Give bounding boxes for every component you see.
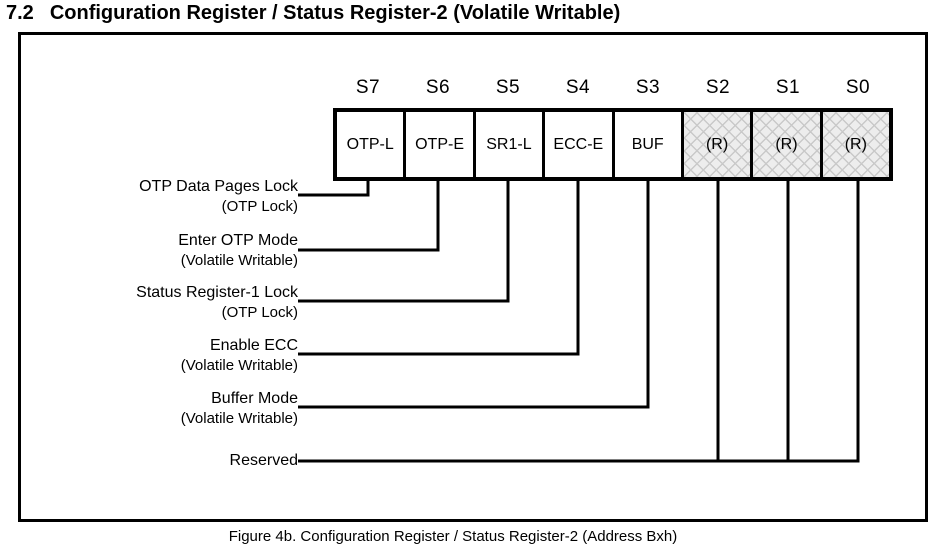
bit-index-s2: S2 (705, 77, 731, 98)
callout-qualifier: (OTP Lock) (221, 304, 298, 321)
callout-enter-otp-mode: Enter OTP Mode (Volatile Writable) (20, 231, 298, 271)
callout-qualifier: (Volatile Writable) (180, 357, 298, 374)
figure-frame (18, 32, 928, 522)
callout-qualifier: (Volatile Writable) (180, 410, 298, 427)
callout-status-register-1-lock: Status Register-1 Lock (OTP Lock) (20, 283, 298, 323)
bit-cell-reserved-s1: (R) (750, 112, 820, 177)
callout-name: Buffer Mode (211, 390, 298, 407)
callout-enable-ecc: Enable ECC (Volatile Writable) (20, 336, 298, 376)
bit-index-row: S7 S6 S5 S4 S3 S2 S1 S0 (333, 77, 893, 99)
bit-cell-ecc-e: ECC-E (542, 112, 611, 177)
register-bit-row: OTP-L OTP-E SR1-L ECC-E BUF (R) (R) (R) (333, 108, 893, 181)
section-heading: 7.2 Configuration Register / Status Regi… (6, 2, 620, 25)
section-number: 7.2 (6, 2, 34, 24)
callout-qualifier: (OTP Lock) (221, 198, 298, 215)
callout-name: Status Register-1 Lock (136, 284, 298, 301)
callout-reserved: Reserved (20, 451, 298, 471)
bit-cell-reserved-s2: (R) (680, 112, 751, 177)
section-title: Configuration Register / Status Register… (49, 2, 621, 24)
bit-index-s1: S1 (775, 77, 801, 98)
bit-cell-sr1-l: SR1-L (472, 112, 542, 177)
callout-name: Enable ECC (209, 337, 298, 354)
bit-cell-otp-e: OTP-E (403, 112, 472, 177)
callout-qualifier: (Volatile Writable) (180, 252, 298, 269)
callout-name: Reserved (229, 452, 298, 469)
bit-index-s5: S5 (495, 77, 521, 98)
bit-index-s0: S0 (845, 77, 871, 98)
callout-otp-data-pages-lock: OTP Data Pages Lock (OTP Lock) (20, 177, 298, 217)
bit-cell-reserved-s0: (R) (819, 112, 889, 177)
callout-buffer-mode: Buffer Mode (Volatile Writable) (20, 389, 298, 429)
bit-index-s6: S6 (425, 77, 451, 98)
bit-index-s3: S3 (635, 77, 661, 98)
callout-name: OTP Data Pages Lock (139, 178, 298, 195)
bit-index-s7: S7 (355, 77, 381, 98)
bit-index-s4: S4 (565, 77, 591, 98)
bit-cell-otp-l: OTP-L (346, 135, 394, 153)
bit-cell-buf: BUF (611, 112, 681, 177)
figure-caption: Figure 4b. Configuration Register / Stat… (228, 528, 678, 545)
callout-name: Enter OTP Mode (178, 232, 298, 249)
